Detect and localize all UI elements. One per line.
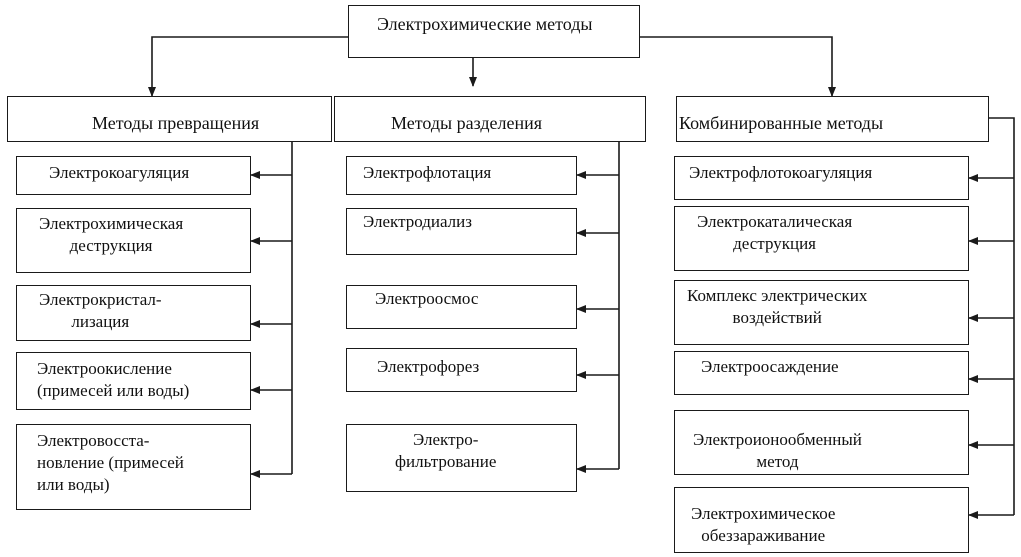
method-electrocrystallization: Электрокристал- лизация	[16, 285, 251, 341]
bus-col2	[617, 139, 620, 469]
method-label: Комплекс электрических воздействий	[687, 286, 868, 327]
method-label: Электрофлотация	[363, 163, 492, 182]
method-electroflotocoagulation: Электрофлотокоагуляция	[674, 156, 969, 200]
column-header-label: Комбинированные методы	[679, 113, 884, 133]
method-label: Электроосаждение	[701, 357, 839, 376]
method-label: Электрофлотокоагуляция	[689, 163, 873, 182]
method-electrodialysis: Электродиализ	[346, 208, 577, 255]
method-label: Электрокаталическая деструкция	[697, 212, 853, 253]
column-header-label: Методы превращения	[92, 113, 260, 133]
method-electroreduction: Электровосста- новление (примесей или во…	[16, 424, 251, 510]
method-electrocatalytic-destruction: Электрокаталическая деструкция	[674, 206, 969, 271]
method-electroflotation: Электрофлотация	[346, 156, 577, 195]
method-electrofiltration: Электро- фильтрование	[346, 424, 577, 492]
method-label: Электрофорез	[377, 357, 480, 376]
method-label: Электрохимическое обеззараживание	[691, 504, 836, 545]
arrow-root-to-col3	[638, 36, 836, 97]
method-electrochemical-destruction: Электрохимическая деструкция	[16, 208, 251, 273]
method-electrical-complex: Комплекс электрических воздействий	[674, 280, 969, 345]
method-electrochemical-disinfection: Электрохимическое обеззараживание	[674, 487, 969, 553]
root-label: Электрохимические методы	[377, 14, 593, 34]
method-label: Электроосмос	[375, 289, 479, 308]
method-label: Электрохимическая деструкция	[39, 214, 184, 255]
method-electroion-exchange: Электроионообменный метод	[674, 410, 969, 475]
method-label: Электродиализ	[363, 212, 472, 231]
method-label: Электроионообменный метод	[693, 430, 862, 471]
column-header-separation: Методы разделения	[334, 96, 646, 142]
method-label: Электрокоагуляция	[49, 163, 190, 182]
method-label: Электро- фильтрование	[395, 430, 497, 471]
arrow-root-to-col1	[148, 36, 348, 97]
method-electrocoagulation: Электрокоагуляция	[16, 156, 251, 195]
column-header-transformation: Методы превращения	[7, 96, 332, 142]
column-header-label: Методы разделения	[391, 113, 543, 133]
method-label: Электрокристал- лизация	[39, 290, 162, 331]
column-header-combined: Комбинированные методы	[676, 96, 989, 142]
method-label: Электроокисление (примесей или воды)	[37, 359, 190, 400]
method-label: Электровосста- новление (примесей или во…	[37, 431, 184, 494]
method-electrodeposition: Электроосаждение	[674, 351, 969, 395]
method-electrophoresis: Электрофорез	[346, 348, 577, 392]
method-electrooxidation: Электроокисление (примесей или воды)	[16, 352, 251, 410]
bus-col1	[290, 139, 293, 474]
root-node: Электрохимические методы	[348, 5, 640, 58]
method-electroosmosis: Электроосмос	[346, 285, 577, 329]
bus-col3	[988, 117, 1015, 515]
